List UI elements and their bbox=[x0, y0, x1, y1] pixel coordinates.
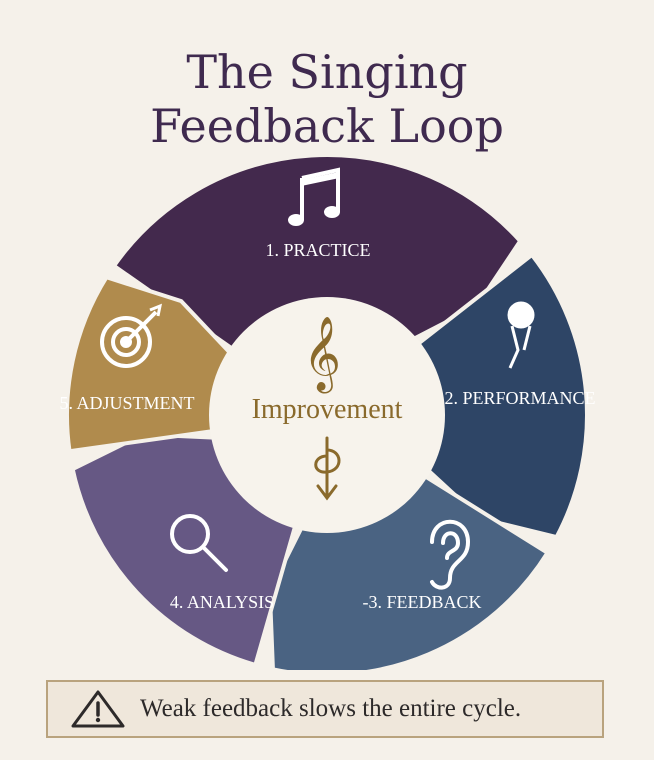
magnifier-icon bbox=[170, 514, 228, 572]
step-label-practice: 1. PRACTICE bbox=[265, 240, 370, 260]
center-label: Improvement bbox=[252, 394, 403, 425]
page-title: The Singing Feedback Loop bbox=[0, 45, 654, 153]
target-icon bbox=[100, 303, 163, 368]
bass-clef-icon bbox=[314, 436, 341, 501]
title-line-1: The Singing bbox=[186, 44, 468, 99]
microphone-icon bbox=[507, 301, 535, 369]
step-label-feedback: -3. FEEDBACK bbox=[362, 592, 481, 612]
title-line-2: Feedback Loop bbox=[150, 98, 504, 153]
feedback-loop-diagram: 𝄞 Improvement 1. PRACTICE 2. PERFORMANCE bbox=[59, 153, 596, 670]
music-note-icon bbox=[288, 167, 340, 226]
step-label-adjustment: 5. ADJUSTMENT bbox=[59, 393, 194, 413]
warning-triangle-icon bbox=[71, 690, 125, 728]
warning-banner: Weak feedback slows the entire cycle. bbox=[46, 680, 604, 738]
ear-icon bbox=[430, 519, 471, 590]
warning-text: Weak feedback slows the entire cycle. bbox=[140, 695, 522, 722]
center-circle bbox=[209, 297, 445, 533]
treble-clef-icon: 𝄞 bbox=[303, 317, 341, 394]
step-label-performance: 2. PERFORMANCE bbox=[444, 388, 595, 408]
step-label-analysis: 4. ANALYSIS bbox=[170, 592, 274, 612]
